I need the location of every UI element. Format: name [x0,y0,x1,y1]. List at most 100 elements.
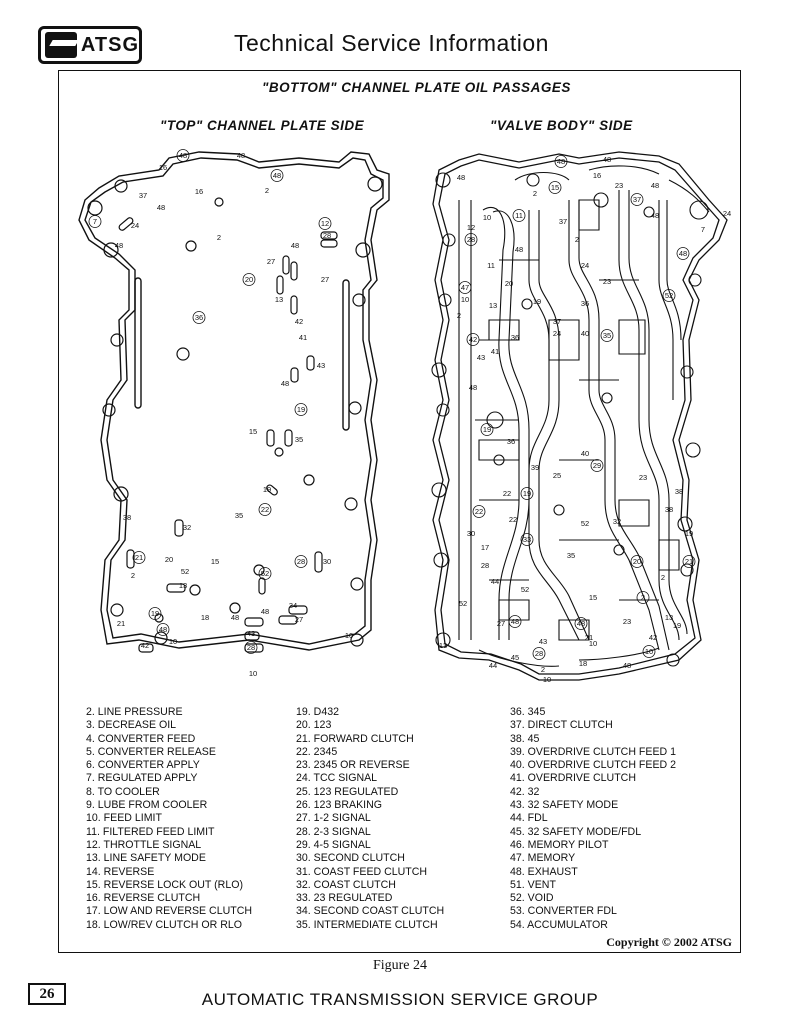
legend-item: 31. COAST FEED CLUTCH [296,865,428,878]
left-label-ring [176,149,190,162]
left-passage-label: 28 [323,231,331,240]
valve-body-holes [431,172,709,667]
right-passage-label: 21 [585,633,593,642]
left-passage-label: 27 [295,615,303,624]
right-plate-outline [432,151,728,681]
left-label-ring [156,623,170,636]
right-passage-label: 20 [505,279,513,288]
legend-item: 40. OVERDRIVE CLUTCH FEED 2 [510,759,677,772]
left-passage-label: 35 [295,435,303,444]
right-passage-label: 48 [603,155,611,164]
right-passage-label: 48 [557,157,565,166]
right-passage-label: 28 [481,561,489,570]
left-passage-label: 43 [317,361,325,370]
right-passage-label: 28 [535,649,543,658]
left-passage-label: 28 [297,557,305,566]
right-passage-label: 36 [511,333,519,342]
right-passage-label: 20 [633,557,641,566]
left-plate-slot-right [342,279,350,431]
right-passage-label: 45 [511,653,519,662]
left-passage-label: 30 [323,557,331,566]
left-passage-label: 19 [297,405,305,414]
left-passage-label: 48 [291,241,299,250]
left-label-ring [192,311,206,324]
legend-item: 39. OVERDRIVE CLUTCH FEED 1 [510,745,677,758]
right-passage-label: 13 [489,301,497,310]
right-passage-label: 28 [467,235,475,244]
legend-item: 44. FDL [510,812,548,825]
right-passage-label: 36 [507,437,515,446]
left-passage-label: 16 [195,187,203,196]
left-passage-label: 16 [159,163,167,172]
legend-item: 15. REVERSE LOCK OUT (RLO) [86,878,243,891]
main-caption: "BOTTOM" CHANNEL PLATE OIL PASSAGES [262,80,571,95]
right-label-ring [676,247,690,260]
right-passage-label: 35 [603,331,611,340]
right-passage-label: 37 [553,317,561,326]
left-passage-label: 38 [123,513,131,522]
legend-item: 34. SECOND COAST CLUTCH [296,905,445,918]
top-channel-plate [78,151,390,653]
legend-column-2: 19. D432 20. 123 21. FORWARD CLUTCH 22. … [296,706,444,932]
legend-item: 23. 2345 OR REVERSE [296,759,410,772]
right-passage-label: 21 [685,557,693,566]
left-passage-label: 10 [345,631,353,640]
legend-item: 54. ACCUMULATOR [510,918,608,931]
left-passage-label: 48 [231,613,239,622]
right-passage-label: 2 [641,593,645,602]
right-passage-label: 22 [475,507,483,516]
legend-item: 16. REVERSE CLUTCH [86,892,201,905]
right-passage-label: 52 [521,585,529,594]
right-passage-label: 40 [581,329,589,338]
left-passage-label: 10 [169,637,177,646]
left-passage-label: 36 [195,313,203,322]
right-passage-label: 23 [615,181,623,190]
legend-item: 32. COAST CLUTCH [296,878,396,891]
legend-item: 10. FEED LIMIT [86,812,162,825]
legend-item: 25. 123 REGULATED [296,785,399,798]
right-passage-label: 52 [665,291,673,300]
legend-item: 52. VOID [510,892,554,905]
legend-item: 13. LINE SAFETY MODE [86,852,206,865]
right-passage-label: 2 [661,573,665,582]
left-passage-label: 20 [165,555,173,564]
left-passage-label: 52 [181,567,189,576]
right-passage-label: 33 [523,535,531,544]
right-passage-label: 38 [675,487,683,496]
left-passage-label: 41 [299,333,307,342]
right-passage-label: 48 [515,245,523,254]
legend-item: 22. 2345 [296,745,338,758]
left-label-ring [244,641,258,654]
legend-item: 27. 1-2 SIGNAL [296,812,371,825]
right-passage-label: 47 [461,283,469,292]
legend-item: 17. LOW AND REVERSE CLUTCH [86,905,253,918]
left-passage-label: 13 [179,581,187,590]
right-passage-label: 22 [509,515,517,524]
left-label-ring [294,403,308,416]
legend-item: 51. VENT [510,878,556,891]
right-passage-label: 48 [577,619,585,628]
right-label-ring [574,617,588,630]
left-passage-label: 27 [321,275,329,284]
right-label-ring [630,193,644,206]
left-passage-label: 21 [117,619,125,628]
right-passage-label: 2 [533,189,537,198]
legend-item: 21. FORWARD CLUTCH [296,732,414,745]
left-label-ring [294,555,308,568]
right-passage-label: 44 [491,577,499,586]
right-passage-label: 24 [553,329,561,338]
right-passage-label: 48 [679,249,687,258]
footer-text: AUTOMATIC TRANSMISSION SERVICE GROUP [201,990,599,1009]
right-label-ring [548,181,562,194]
right-passage-label: 48 [651,211,659,220]
legend-item: 19. D432 [296,706,339,718]
right-plate-caption: "VALVE BODY" SIDE [490,118,633,133]
right-passage-label: 42 [469,335,477,344]
left-passage-label: 48 [281,379,289,388]
legend-item: 9. LUBE FROM COOLER [86,799,208,812]
right-passage-label: 2 [541,665,545,674]
right-passage-label: 17 [481,543,489,552]
left-passage-label: 43 [247,629,255,638]
right-passage-label: 12 [467,223,475,232]
